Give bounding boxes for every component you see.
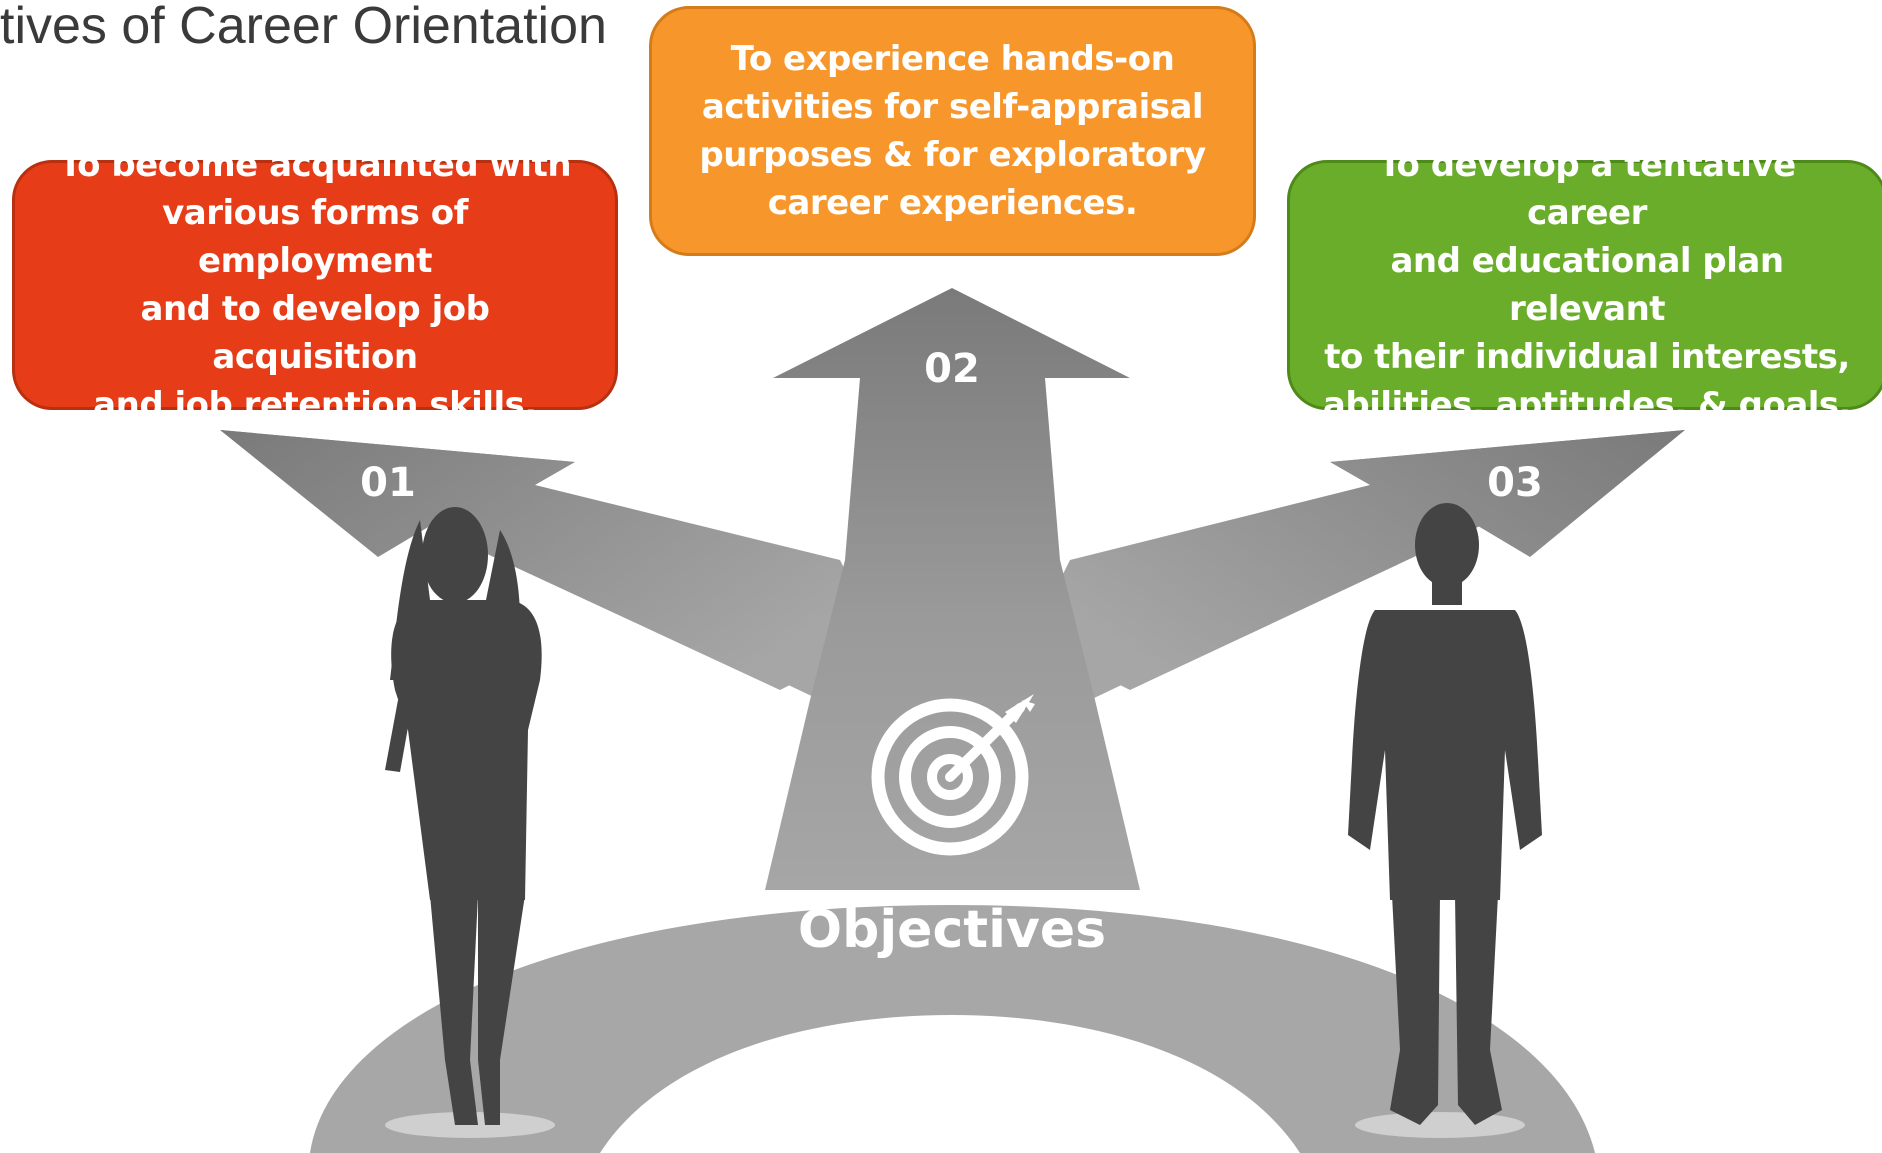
page-title: tives of Career Orientation (0, 0, 607, 55)
objective-number-02: 02 (924, 346, 980, 392)
objective-02-line-3: purposes & for exploratory (699, 135, 1206, 175)
objective-box-03: To develop a tentative career and educat… (1287, 145, 1882, 425)
objective-box-01: To become acquainted with various forms … (12, 145, 618, 425)
objective-number-03: 03 (1487, 460, 1543, 506)
objective-03-line-1: To develop a tentative career (1378, 145, 1796, 233)
center-label: Objectives (798, 900, 1106, 960)
objective-01-line-1: To become acquainted with (58, 145, 572, 185)
objective-02-line-4: career experiences. (767, 183, 1138, 223)
man-silhouette (1348, 503, 1542, 1138)
objective-02-line-2: activities for self-appraisal (701, 87, 1204, 127)
objective-03-line-3: to their individual interests, (1324, 337, 1850, 377)
objective-01-line-3: and to develop job acquisition (140, 289, 490, 377)
objective-box-02: To experience hands-on activities for se… (649, 6, 1256, 256)
objective-01-line-4: and job retention skills. (93, 385, 537, 425)
objective-03-line-4: abilities, aptitudes, & goals. (1322, 385, 1852, 425)
objective-01-line-2: various forms of employment (162, 193, 468, 281)
woman-silhouette (385, 507, 555, 1138)
base-arc (310, 905, 1595, 1153)
arrow-02 (765, 288, 1140, 890)
objective-02-line-1: To experience hands-on (730, 39, 1175, 79)
objective-03-line-2: and educational plan relevant (1390, 241, 1784, 329)
objective-number-01: 01 (360, 460, 416, 506)
target-with-arrow-icon (871, 694, 1035, 856)
